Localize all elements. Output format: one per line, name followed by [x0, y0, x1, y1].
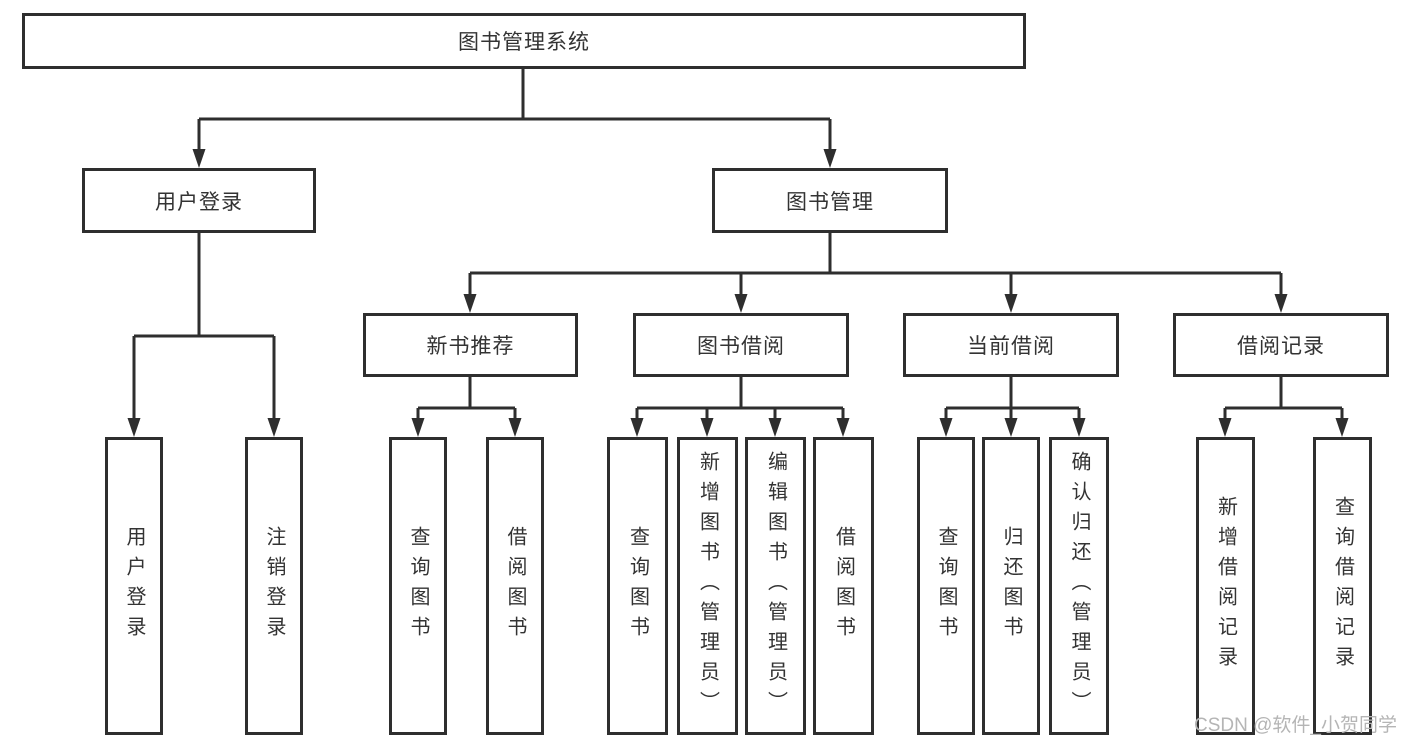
leaf-borrow-books: 借阅图书 — [813, 437, 874, 735]
leaf-query-borrow-record: 查询借阅记录 — [1313, 437, 1372, 735]
leaf-logout: 注销登录 — [245, 437, 303, 735]
node-book-management: 图书管理 — [712, 168, 948, 233]
node-current-borrowing: 当前借阅 — [903, 313, 1119, 377]
leaf-label: 编辑图书（管理员） — [764, 451, 787, 721]
node-label: 图书管理系统 — [458, 31, 590, 54]
leaf-confirm-return-admin: 确认归还（管理员） — [1049, 437, 1109, 735]
node-library-management-system: 图书管理系统 — [22, 13, 1026, 69]
leaf-query-books-borrowing: 查询图书 — [607, 437, 668, 735]
csdn-watermark: CSDN @软件_小贺同学 — [1194, 715, 1397, 736]
leaf-label: 归还图书 — [1000, 526, 1022, 646]
leaf-user-login: 用户登录 — [105, 437, 163, 735]
node-borrowing-records: 借阅记录 — [1173, 313, 1389, 377]
leaf-query-books-recommend: 查询图书 — [389, 437, 447, 735]
leaf-label: 查询图书 — [935, 526, 957, 646]
leaf-add-book-admin: 新增图书（管理员） — [677, 437, 738, 735]
leaf-label: 查询图书 — [626, 526, 649, 646]
leaf-label: 注销登录 — [263, 526, 285, 646]
node-label: 图书借阅 — [697, 335, 785, 358]
arrowheads — [127, 149, 1349, 437]
leaf-return-book: 归还图书 — [982, 437, 1040, 735]
leaf-label: 查询借阅记录 — [1331, 496, 1354, 676]
node-label: 借阅记录 — [1237, 335, 1325, 358]
leaf-query-books-current: 查询图书 — [917, 437, 975, 735]
leaf-label: 用户登录 — [123, 526, 145, 646]
node-label: 当前借阅 — [967, 335, 1055, 358]
leaf-label: 借阅图书 — [504, 526, 526, 646]
leaf-label: 新增借阅记录 — [1214, 496, 1237, 676]
leaf-label: 借阅图书 — [832, 526, 855, 646]
leaf-edit-book-admin: 编辑图书（管理员） — [745, 437, 806, 735]
node-label: 用户登录 — [155, 190, 243, 214]
node-label: 新书推荐 — [426, 335, 515, 358]
node-label: 图书管理 — [786, 190, 874, 214]
leaf-add-borrow-record: 新增借阅记录 — [1196, 437, 1255, 735]
node-user-login: 用户登录 — [82, 168, 316, 233]
leaf-borrow-books-recommend: 借阅图书 — [486, 437, 544, 735]
leaf-label: 查询图书 — [407, 526, 429, 646]
leaf-label: 确认归还（管理员） — [1068, 451, 1090, 721]
node-book-borrowing: 图书借阅 — [633, 313, 849, 377]
node-new-book-recommendation: 新书推荐 — [363, 313, 578, 377]
leaf-label: 新增图书（管理员） — [696, 451, 719, 721]
